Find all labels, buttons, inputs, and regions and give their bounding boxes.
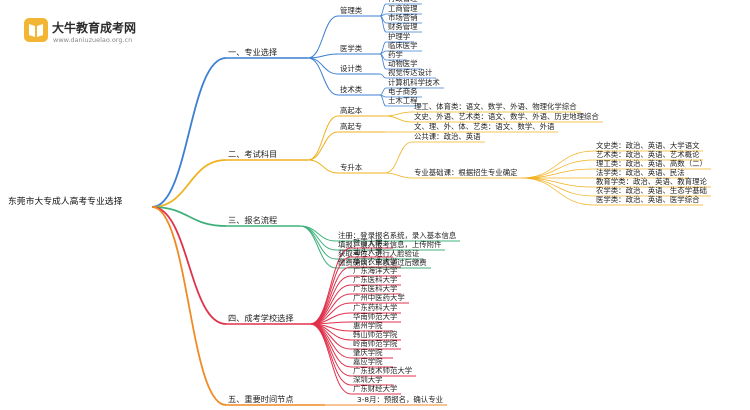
detail-label: 医学类：政治、英语、医学综合 bbox=[596, 195, 700, 204]
detail-label: 艺术类：政治、英语、艺术概论 bbox=[596, 150, 700, 159]
subtopic-label: 暨南大学 bbox=[353, 238, 383, 247]
logo-url: www.daniuzuelao.org.cn bbox=[53, 36, 133, 44]
subtopic-connector bbox=[309, 323, 352, 386]
subtopic-label: 专升本 bbox=[340, 163, 363, 172]
leaf-label: 临床医学 bbox=[388, 41, 418, 50]
subtopic-label: 深圳大学 bbox=[353, 375, 383, 384]
subtopic-connector bbox=[307, 57, 339, 96]
detail-connector bbox=[520, 168, 595, 179]
leaf-label: 行政管理 bbox=[388, 0, 418, 3]
detail-connector bbox=[520, 177, 595, 206]
branch-connector bbox=[151, 206, 227, 406]
detail-connector bbox=[520, 150, 595, 179]
subtopic-label: 惠州学院 bbox=[353, 321, 383, 330]
subtopic-connector bbox=[299, 225, 337, 269]
leaf-label: 药学 bbox=[388, 50, 403, 59]
subtopic-label: 华南师范大学 bbox=[353, 312, 398, 321]
subtopic-label: 韩山师范学院 bbox=[353, 330, 398, 339]
leaf-label: 理工、体育类：语文、数学、外语、物理化学综合 bbox=[414, 102, 577, 111]
subtopic-label: 缴费确认：审核通过后缴费 bbox=[338, 258, 427, 267]
subtopic-label: 3-8月：预报名，确认专业 bbox=[357, 395, 443, 404]
subtopic-label: 华南农业大学 bbox=[353, 257, 398, 266]
leaf-label: 计算机科学技术 bbox=[388, 78, 440, 87]
detail-label: 教育学类：政治、英语、教育理论 bbox=[596, 177, 707, 186]
subtopic-connector bbox=[309, 275, 352, 325]
leaf-connector bbox=[379, 87, 387, 96]
branch-label: 三、报名流程 bbox=[228, 215, 278, 225]
branch-label: 五、重要时间节点 bbox=[228, 394, 294, 404]
detail-label: 理工类：政治、英语、高数（二） bbox=[596, 159, 707, 168]
leaf-label: 动物医学 bbox=[388, 59, 418, 68]
subtopic-connector bbox=[307, 57, 339, 75]
subtopic-connector bbox=[307, 131, 339, 161]
branch-label: 二、考试科目 bbox=[228, 149, 278, 159]
leaf-connector bbox=[384, 141, 413, 174]
leaf-connector bbox=[384, 111, 413, 117]
branch-label: 一、专业选择 bbox=[228, 47, 278, 57]
subtopic-label: 高起本 bbox=[340, 106, 363, 115]
leaf-connector bbox=[379, 50, 387, 55]
leaf-label: 视觉传达设计 bbox=[388, 68, 433, 77]
branch-connector bbox=[151, 206, 227, 227]
subtopic-label: 注册：登录报名系统，录入基本信息 bbox=[338, 231, 457, 240]
subtopic-label: 高起专 bbox=[340, 122, 363, 131]
detail-label: 文史类：政治、英语、大学语文 bbox=[596, 141, 700, 150]
site-logo: 大牛教育成考网 www.daniuzuelao.org.cn bbox=[24, 18, 224, 52]
subtopic-label: 填报：录入报考信息，上传附件 bbox=[338, 240, 442, 249]
subtopic-label: 技术类 bbox=[340, 85, 363, 94]
subtopic-label: 广东医科大学 bbox=[353, 275, 398, 284]
leaf-connector bbox=[379, 73, 387, 79]
subtopic-connector bbox=[309, 323, 352, 359]
book-icon bbox=[24, 18, 48, 42]
subtopic-label: 广东药科大学 bbox=[353, 303, 398, 312]
subtopic-label: 获取考位：进行人脸验证 bbox=[338, 249, 420, 258]
subtopic-connector bbox=[307, 159, 339, 174]
subtopic-label: 医学类 bbox=[340, 44, 363, 53]
leaf-connector bbox=[384, 172, 413, 179]
leaf-label: 财务管理 bbox=[388, 22, 418, 31]
subtopic-label: 管理类 bbox=[340, 6, 363, 15]
subtopic-connector bbox=[299, 225, 337, 260]
leaf-connector bbox=[379, 94, 387, 107]
leaf-connector bbox=[379, 15, 387, 33]
subtopic-connector bbox=[307, 15, 339, 59]
leaf-label: 市场营销 bbox=[388, 13, 418, 22]
detail-connector bbox=[520, 177, 595, 188]
leaf-label: 护理学 bbox=[388, 32, 411, 41]
subtopic-label: 广东财经大学 bbox=[353, 384, 398, 393]
leaf-label: 公共课：政治、英语 bbox=[414, 132, 481, 141]
subtopic-connector bbox=[307, 115, 339, 161]
leaf-connector bbox=[379, 53, 387, 70]
detail-connector bbox=[520, 159, 595, 179]
subtopic-label: 嘉应学院 bbox=[353, 357, 383, 366]
detail-label: 农学类：政治、英语、生态学基础 bbox=[596, 186, 707, 195]
detail-label: 法学类：政治、英语、民法 bbox=[596, 168, 685, 177]
branch-connector bbox=[151, 159, 227, 208]
leaf-connector bbox=[384, 115, 413, 123]
subtopic-label: 岭南师范学院 bbox=[353, 339, 398, 348]
subtopic-label: 广东海洋大学 bbox=[353, 266, 398, 275]
branch-connector bbox=[151, 206, 227, 325]
leaf-label: 电子商务 bbox=[388, 87, 418, 96]
subtopic-label: 肇庆学院 bbox=[353, 348, 383, 357]
leaf-label: 专业基础课：根据招生专业确定 bbox=[414, 168, 518, 177]
subtopic-label: 设计类 bbox=[340, 64, 363, 73]
leaf-label: 工商管理 bbox=[388, 4, 418, 13]
logo-title: 大牛教育成考网 bbox=[52, 21, 137, 35]
branch-connector bbox=[151, 57, 227, 208]
subtopic-connector bbox=[309, 323, 352, 395]
leaf-label: 文史、外语、艺术类：语文、数学、外语、历史地理综合 bbox=[414, 112, 599, 121]
leaf-label: 文、理、外、体、艺类：语文、数学、外语 bbox=[414, 122, 555, 131]
branch-label: 四、成考学校选择 bbox=[228, 313, 294, 323]
subtopic-label: 广东医科大学 bbox=[353, 284, 398, 293]
subtopic-label: 广东技术师范大学 bbox=[353, 366, 413, 375]
subtopic-connector bbox=[309, 293, 352, 325]
root-topic: 东莞市大专成人高考专业选择 bbox=[8, 197, 123, 207]
leaf-label: 土木工程 bbox=[388, 96, 418, 105]
subtopic-label: 汕头大学 bbox=[353, 247, 383, 256]
detail-connector bbox=[520, 177, 595, 197]
subtopic-label: 广州中医药大学 bbox=[353, 293, 405, 302]
